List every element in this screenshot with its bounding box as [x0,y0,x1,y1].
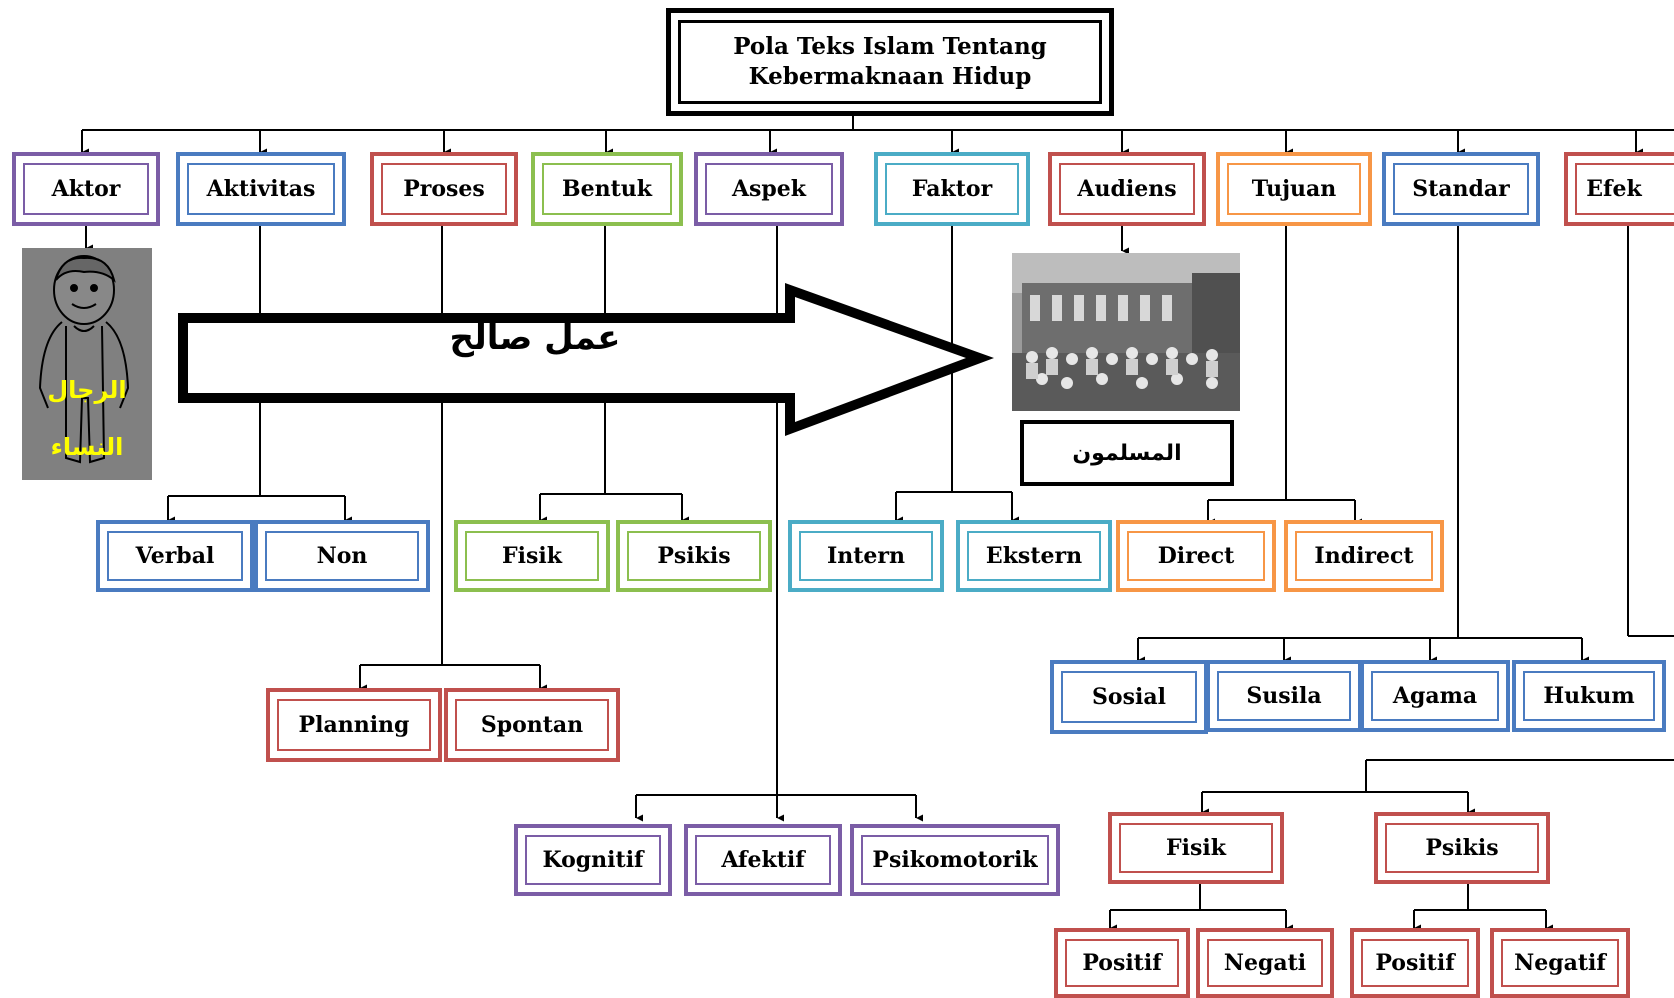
category-faktor: Faktor [874,152,1030,226]
category-label: Standar [1412,176,1510,202]
node-label: Intern [826,543,906,569]
node-label: Positif [1082,950,1162,976]
node-label: Psikis [1425,835,1499,861]
category-tujuan: Tujuan [1216,152,1372,226]
node-label: Fisik [502,543,562,569]
category-label: Aktivitas [206,176,316,202]
standar-child-sosial: Sosial [1050,660,1208,734]
efek-psikis-negatif: Negatif [1490,928,1630,998]
actor-label-women: النساء [50,433,124,461]
standar-child-susila: Susila [1206,660,1362,732]
category-label: Audiens [1077,176,1177,202]
node-label: Afektif [721,847,805,873]
node-label: Negati [1223,950,1307,976]
aktivitas-child-verbal: Verbal [96,520,254,592]
person-cartoon-icon [38,255,130,464]
faktor-child-intern: Intern [788,520,944,592]
category-proses: Proses [370,152,518,226]
category-label: Efek [1586,176,1642,202]
node-label: Direct [1157,543,1235,569]
bentuk-child-psikis: Psikis [616,520,772,592]
actor-label-men: الرجال [47,376,127,404]
category-label: Bentuk [562,176,652,202]
node-label: Sosial [1092,684,1166,710]
efek-child-fisik: Fisik [1108,812,1284,884]
category-aktivitas: Aktivitas [176,152,346,226]
node-label: Fisik [1166,835,1226,861]
efek-child-psikis: Psikis [1374,812,1550,884]
tujuan-child-direct: Direct [1116,520,1276,592]
aspek-child-psikomotorik: Psikomotorik [850,824,1060,896]
audience-label: المسلمون [1072,440,1182,466]
aktivitas-child-non: Non [254,520,430,592]
standar-child-agama: Agama [1360,660,1510,732]
group-photo-image [1012,253,1240,411]
proses-child-spontan: Spontan [444,688,620,762]
node-label: Negatif [1514,950,1606,976]
root-title-box: Pola Teks Islam Tentang Kebermaknaan Hid… [666,8,1114,116]
node-label: Susila [1246,683,1322,709]
tujuan-child-indirect: Indirect [1284,520,1444,592]
category-label: Aktor [51,176,121,202]
aspek-child-kognitif: Kognitif [514,824,672,896]
category-aspek: Aspek [694,152,844,226]
node-label: Indirect [1314,543,1414,569]
proses-child-planning: Planning [266,688,442,762]
category-standar: Standar [1382,152,1540,226]
node-label: Ekstern [985,543,1083,569]
category-bentuk: Bentuk [531,152,683,226]
node-label: Hukum [1543,683,1635,709]
bentuk-child-fisik: Fisik [454,520,610,592]
efek-fisik-negati: Negati [1196,928,1334,998]
node-label: Non [316,543,368,569]
node-label: Verbal [135,543,215,569]
audience-label-box: المسلمون [1020,420,1234,486]
arrow-label: عمل صالح [449,318,621,358]
category-audiens: Audiens [1048,152,1206,226]
faktor-child-ekstern: Ekstern [956,520,1112,592]
category-label: Aspek [731,176,807,202]
category-label: Tujuan [1251,176,1337,202]
root-title: Pola Teks Islam Tentang Kebermaknaan Hid… [733,33,1047,90]
actor-image-panel: الرجال النساء [22,248,152,480]
node-label: Psikis [657,543,731,569]
category-label: Proses [403,176,485,202]
block-arrow [178,283,994,436]
audience-group-photo [1012,253,1240,411]
node-label: Planning [298,712,410,738]
category-efek: Efek [1564,152,1674,226]
category-label: Faktor [911,176,993,202]
node-label: Agama [1392,683,1478,709]
efek-fisik-positif: Positif [1054,928,1190,998]
node-label: Kognitif [542,847,644,873]
category-aktor: Aktor [12,152,160,226]
efek-psikis-positif: Positif [1350,928,1480,998]
node-label: Positif [1375,950,1455,976]
aspek-child-afektif: Afektif [684,824,842,896]
standar-child-hukum: Hukum [1512,660,1666,732]
node-label: Psikomotorik [872,847,1038,873]
node-label: Spontan [480,712,584,738]
